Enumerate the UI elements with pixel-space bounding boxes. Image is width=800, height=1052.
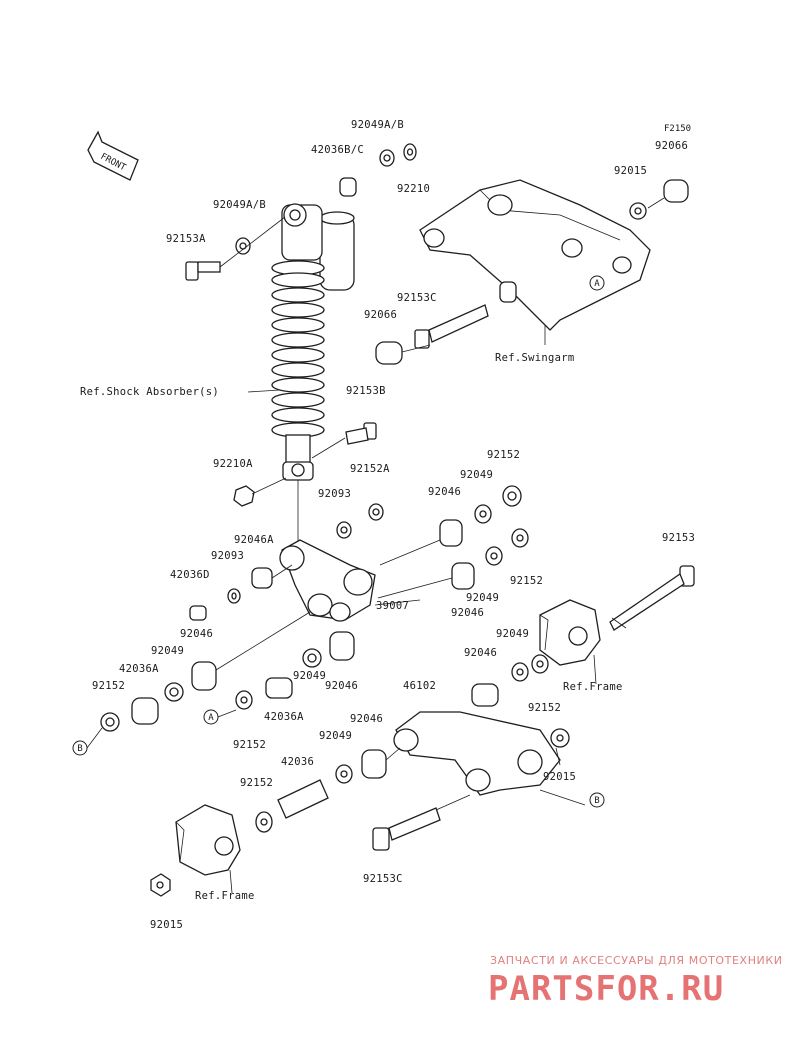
part-label-92153c-bot: 92153C [363,873,403,885]
part-label-42036bc: 42036B/C [311,144,364,156]
frame-right [511,565,695,685]
part-label-92049-c2: 92049 [319,730,352,742]
part-label-92152-c: 92152 [233,739,266,751]
part-label-92093-a: 92093 [318,488,351,500]
rocker-arm [279,539,421,622]
part-label-92049-r1: 92049 [460,469,493,481]
front-arrow-icon: FRONT [87,130,139,181]
part-label-92152-r3: 92152 [528,702,561,714]
part-label-ref-shock: Ref.Shock Absorber(s) [80,386,219,398]
part-label-46102: 46102 [403,680,436,692]
part-label-92046-r3: 92046 [464,647,497,659]
part-label-92015-r: 92015 [543,771,576,783]
rocker-hardware [189,503,384,621]
swingarm [419,179,689,345]
part-label-92049-r3: 92049 [496,628,529,640]
part-label-92049-r2: 92049 [466,592,499,604]
part-label-92015-bot: 92015 [150,919,183,931]
part-label-92049-l: 92049 [151,645,184,657]
frame-left [150,804,241,897]
part-label-92046-c: 92046 [325,680,358,692]
svg-text:B: B [77,744,82,754]
svg-text:A: A [594,279,600,289]
watermark-logo: PARTSFOR.RU [488,969,724,1009]
part-label-92153b: 92153B [346,385,386,397]
part-label-92153a: 92153A [166,233,206,245]
part-label-92049ab-top: 92049A/B [351,119,404,131]
part-label-92049-c: 92049 [293,670,326,682]
part-label-42036d: 42036D [170,569,210,581]
part-label-92153c-top: 92153C [397,292,437,304]
part-label-92210a: 92210A [213,458,253,470]
watermark: ЗАПЧАСТИ И АКСЕССУАРЫ ДЛЯ МОТОТЕХНИКИ PA… [488,954,783,1009]
part-label-ref-swingarm: Ref.Swingarm [495,352,574,364]
shock-lower-hardware [233,422,377,507]
part-label-92152-r2: 92152 [510,575,543,587]
part-label-92046-l: 92046 [180,628,213,640]
callout-b-left: B [72,727,103,756]
part-label-92152-c2: 92152 [240,777,273,789]
part-label-92066-mid: 92066 [364,309,397,321]
part-label-42036a-l: 42036A [119,663,159,675]
part-label-92152a: 92152A [350,463,390,475]
part-label-92046-r1: 92046 [428,486,461,498]
callout-b-right: B [589,792,605,808]
part-label-92046a: 92046A [234,534,274,546]
svg-text:B: B [594,796,599,806]
part-label-92093-b: 92093 [211,550,244,562]
part-label-92015-top: 92015 [614,165,647,177]
callout-a-rocker: A [203,709,237,725]
lower-collar-and-bolt [255,779,471,851]
part-label-92152-top: 92152 [487,449,520,461]
part-label-92210: 92210 [397,183,430,195]
part-label-92066-top: 92066 [655,140,688,152]
callout-a-swingarm: A [589,275,605,291]
watermark-tagline: ЗАПЧАСТИ И АКСЕССУАРЫ ДЛЯ МОТОТЕХНИКИ [490,954,783,967]
part-label-42036a-c: 42036A [264,711,304,723]
rocker-left-bearings [100,611,355,732]
part-labels: 92049A/B42036B/C9221092049A/B92153A92015… [80,119,695,931]
part-label-39007: 39007 [376,600,409,612]
part-label-ref-frame-r: Ref.Frame [563,681,623,693]
figure-code: F2150 [664,124,691,134]
swingarm-bolt [375,304,489,365]
svg-text:A: A [208,713,214,723]
rocker-right-bearings [377,485,529,599]
tie-rod [335,683,586,806]
part-label-92153: 92153 [662,532,695,544]
part-label-ref-frame-l: Ref.Frame [195,890,255,902]
part-label-92152-l: 92152 [92,680,125,692]
shock-top-hardware [185,143,417,281]
shock-absorber [271,203,355,481]
part-label-42036: 42036 [281,756,314,768]
part-label-92049ab-left: 92049A/B [213,199,266,211]
part-label-92046-c2: 92046 [350,713,383,725]
part-label-92046-r2: 92046 [451,607,484,619]
